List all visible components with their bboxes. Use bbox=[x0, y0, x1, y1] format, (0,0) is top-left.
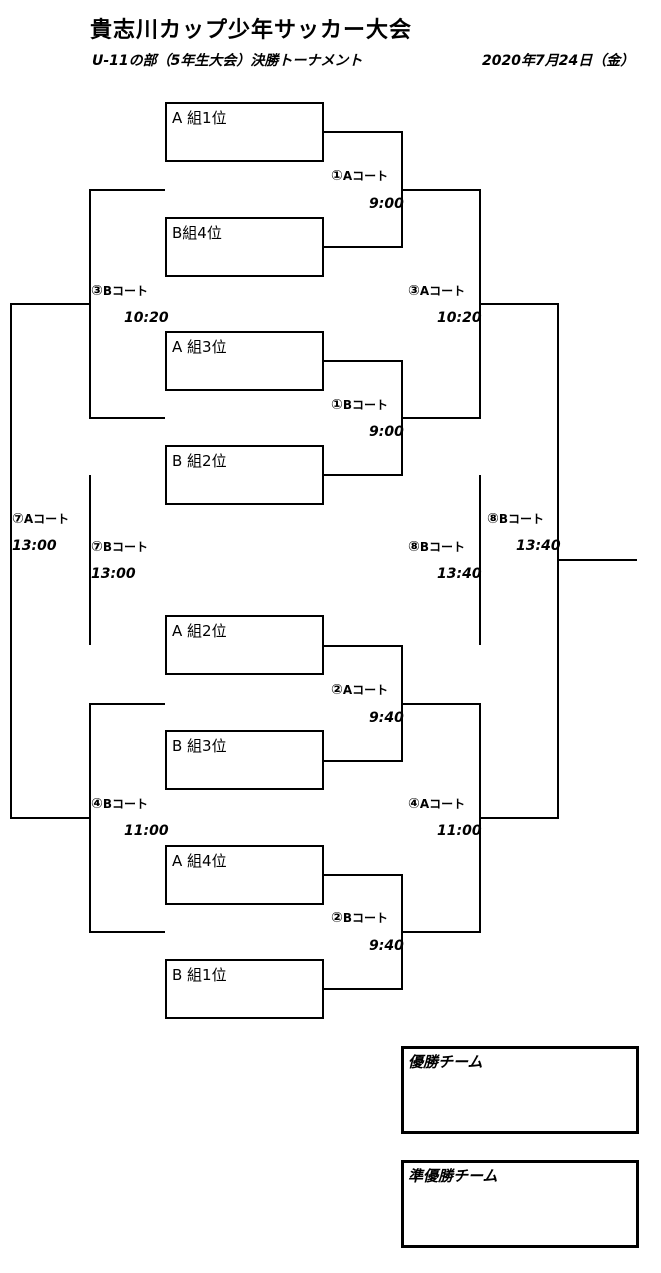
match-time: 13:40 bbox=[437, 566, 482, 582]
team-box-4: B 組2位 bbox=[165, 445, 324, 505]
bracket-line bbox=[323, 988, 403, 990]
bracket-line bbox=[10, 817, 91, 819]
bracket-line bbox=[479, 817, 559, 819]
match-label: ①Bコート bbox=[331, 397, 389, 413]
champion-label: 優勝チーム bbox=[408, 1053, 483, 1071]
bracket-line bbox=[401, 931, 481, 933]
match-time: 9:40 bbox=[369, 938, 404, 954]
bracket-line bbox=[10, 303, 91, 305]
bracket-line bbox=[323, 760, 403, 762]
match-label: ①Aコート bbox=[331, 168, 389, 184]
match-label: ⑦Aコート bbox=[12, 511, 70, 527]
match-label: ③Aコート bbox=[408, 283, 466, 299]
team-box-5: A 組2位 bbox=[165, 615, 324, 675]
bracket-line bbox=[557, 559, 637, 561]
match-label: ②Bコート bbox=[331, 910, 389, 926]
match-label: ④Bコート bbox=[91, 796, 149, 812]
match-label: ⑦Bコート bbox=[91, 539, 149, 555]
match-time: 9:00 bbox=[369, 424, 404, 440]
bracket-line bbox=[479, 303, 559, 305]
bracket-line bbox=[323, 474, 403, 476]
bracket-line bbox=[323, 246, 403, 248]
match-label: ③Bコート bbox=[91, 283, 149, 299]
match-label: ⑧Bコート bbox=[487, 511, 545, 527]
match-time: 10:20 bbox=[437, 310, 482, 326]
match-time: 13:00 bbox=[12, 538, 57, 554]
bracket-line bbox=[401, 417, 481, 419]
bracket-line bbox=[89, 189, 165, 191]
bracket-line bbox=[479, 475, 481, 645]
bracket-line bbox=[89, 475, 91, 645]
tournament-title: 貴志川カップ少年サッカー大会 bbox=[90, 18, 413, 43]
bracket-line bbox=[323, 131, 403, 133]
bracket-line bbox=[323, 360, 403, 362]
team-box-7: A 組4位 bbox=[165, 845, 324, 905]
team-box-1: A 組1位 bbox=[165, 102, 324, 162]
event-date: 2020年7月24日（金） bbox=[482, 53, 635, 69]
bracket-line bbox=[89, 931, 165, 933]
match-time: 9:40 bbox=[369, 710, 404, 726]
champion-box: 優勝チーム bbox=[401, 1046, 639, 1134]
bracket-line bbox=[557, 303, 559, 819]
bracket-line bbox=[89, 703, 165, 705]
match-time: 11:00 bbox=[437, 823, 482, 839]
match-time: 13:40 bbox=[516, 538, 561, 554]
division-subtitle: U-11の部（5年生大会）決勝トーナメント bbox=[92, 53, 363, 69]
bracket-line bbox=[401, 189, 481, 191]
bracket-line bbox=[323, 645, 403, 647]
match-label: ②Aコート bbox=[331, 682, 389, 698]
match-time: 13:00 bbox=[91, 566, 136, 582]
bracket-line bbox=[10, 303, 12, 819]
runner-up-box: 準優勝チーム bbox=[401, 1160, 639, 1248]
bracket-line bbox=[323, 874, 403, 876]
team-box-6: B 組3位 bbox=[165, 730, 324, 790]
bracket-line bbox=[89, 417, 165, 419]
runner-up-label: 準優勝チーム bbox=[408, 1167, 498, 1185]
match-time: 11:00 bbox=[124, 823, 169, 839]
match-label: ⑧Bコート bbox=[408, 539, 466, 555]
team-box-3: A 組3位 bbox=[165, 331, 324, 391]
bracket-line bbox=[401, 703, 481, 705]
match-time: 10:20 bbox=[124, 310, 169, 326]
match-time: 9:00 bbox=[369, 196, 404, 212]
team-box-2: B組4位 bbox=[165, 217, 324, 277]
match-label: ④Aコート bbox=[408, 796, 466, 812]
team-box-8: B 組1位 bbox=[165, 959, 324, 1019]
